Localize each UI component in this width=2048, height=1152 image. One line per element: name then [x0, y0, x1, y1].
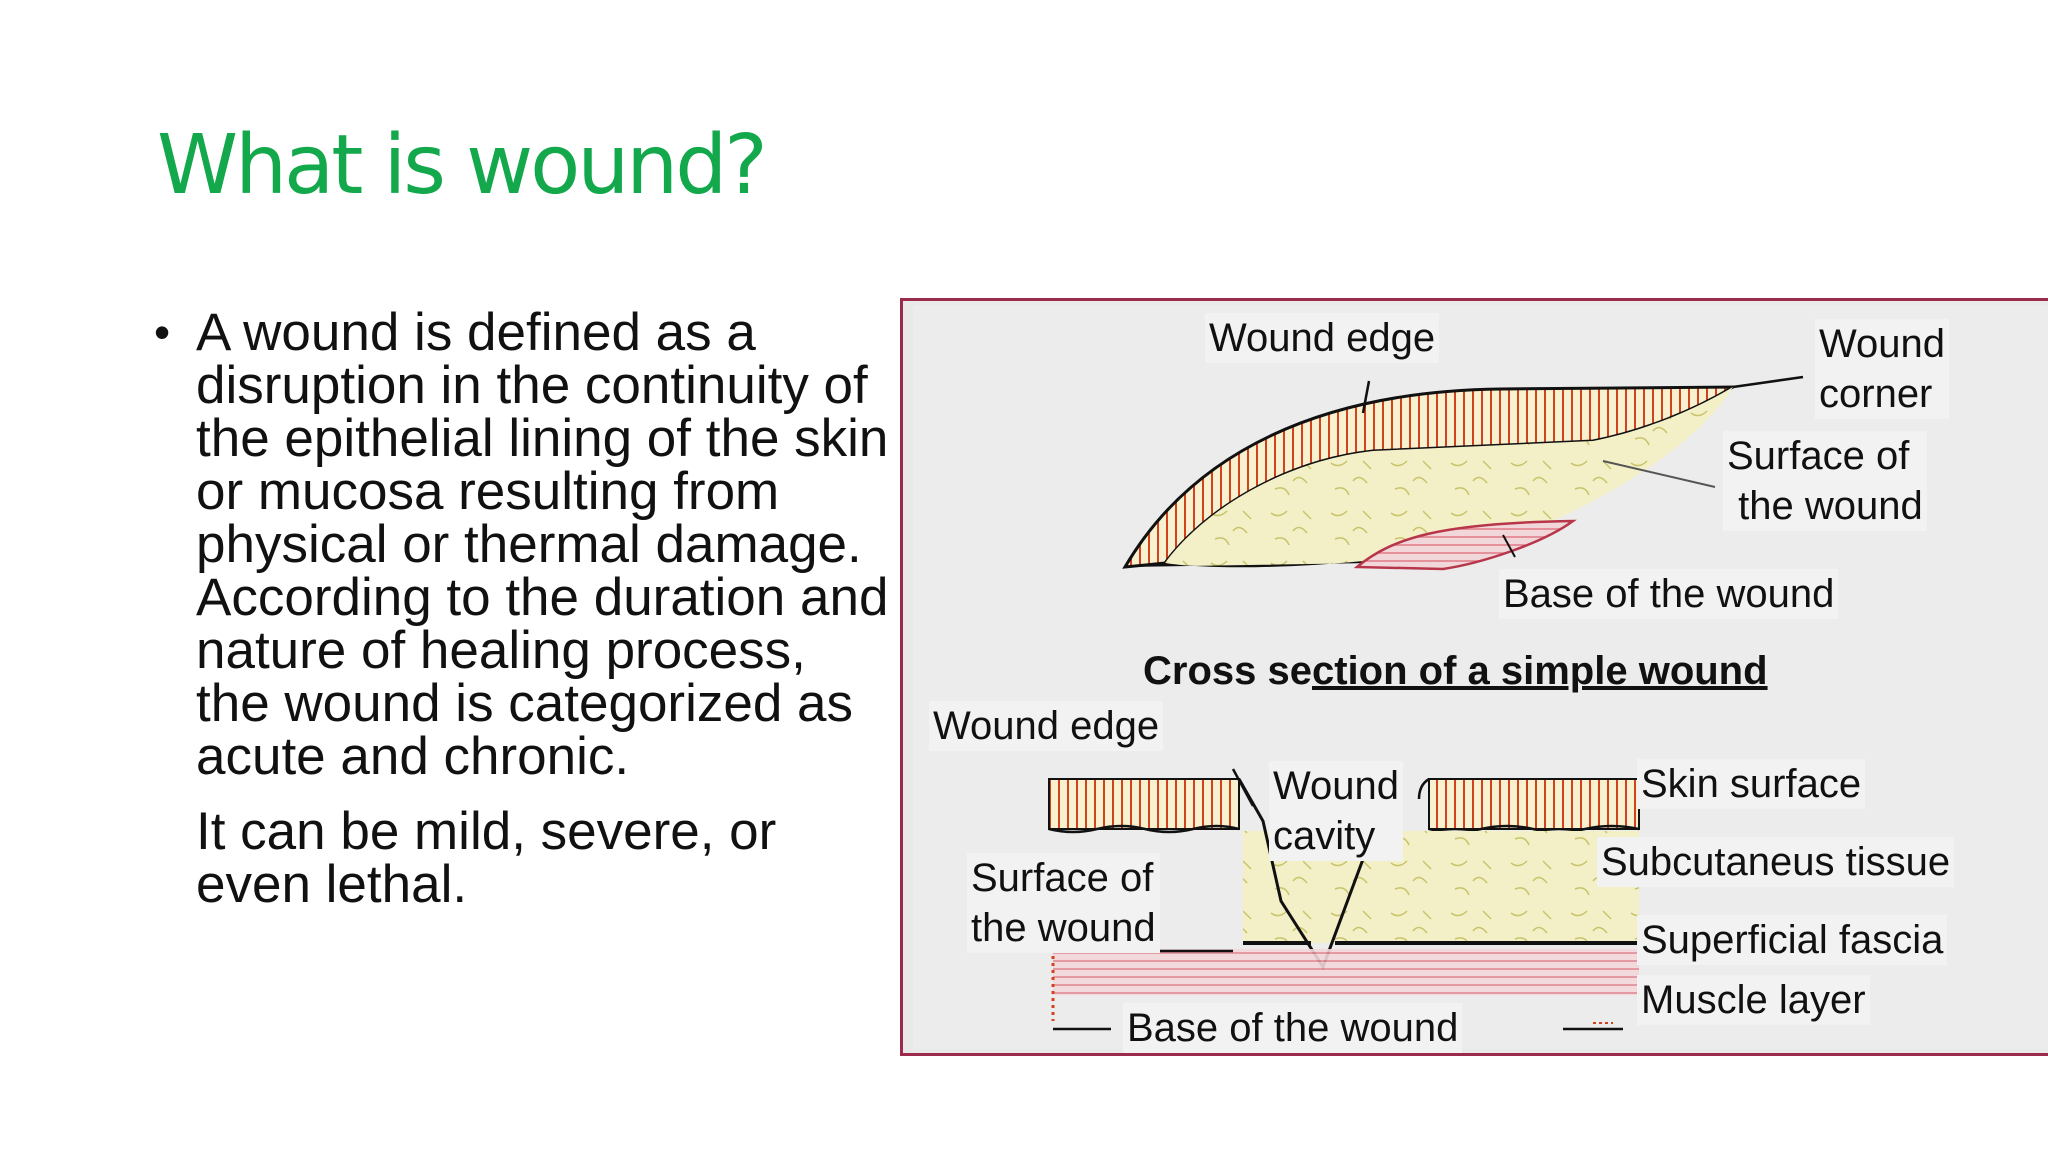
label-bottom-surface: Surface of the wound: [967, 853, 1160, 953]
top-wound-drawing: [1122, 375, 1804, 571]
page-title: What is wound?: [157, 118, 768, 213]
caption-text: Cross se: [1143, 649, 1312, 693]
wound-diagram-figure: Wound edge Wound corner Surface of the w…: [900, 298, 2048, 1056]
label-superficial-fascia: Superficial fascia: [1637, 915, 1948, 965]
bullet-dot: •: [154, 306, 171, 358]
figure-caption: Cross section of a simple wound: [1143, 649, 1768, 694]
label-top-base: Base of the wound: [1499, 569, 1839, 619]
top-wound-base: [1353, 519, 1577, 571]
top-wound-surface: [1165, 387, 1733, 568]
label-bottom-base: Base of the wound: [1123, 1003, 1463, 1053]
label-bottom-wound-edge: Wound edge: [929, 701, 1164, 751]
wound-illustration: [1048, 375, 1804, 1031]
label-muscle-layer: Muscle layer: [1637, 975, 1870, 1025]
slide-body: • A wound is defined as a disruption in …: [150, 306, 890, 911]
top-wound-bottom-edge: [1125, 561, 1373, 568]
bullet-item: • A wound is defined as a disruption in …: [150, 306, 890, 783]
bullet-text: A wound is defined as a disruption in th…: [196, 303, 889, 786]
caption-underlined-text: ction of a simple wound: [1311, 649, 1768, 693]
label-top-surface: Surface of the wound: [1723, 431, 1927, 531]
label-wound-corner: Wound corner: [1815, 319, 1950, 419]
label-top-wound-edge: Wound edge: [1205, 313, 1440, 363]
label-wound-cavity: Wound cavity: [1269, 761, 1404, 861]
label-skin-surface: Skin surface: [1637, 759, 1866, 809]
label-subcutaneous-tissue: Subcutaneus tissue: [1597, 837, 1955, 887]
paragraph-text: It can be mild, severe, or even lethal.: [196, 802, 777, 914]
